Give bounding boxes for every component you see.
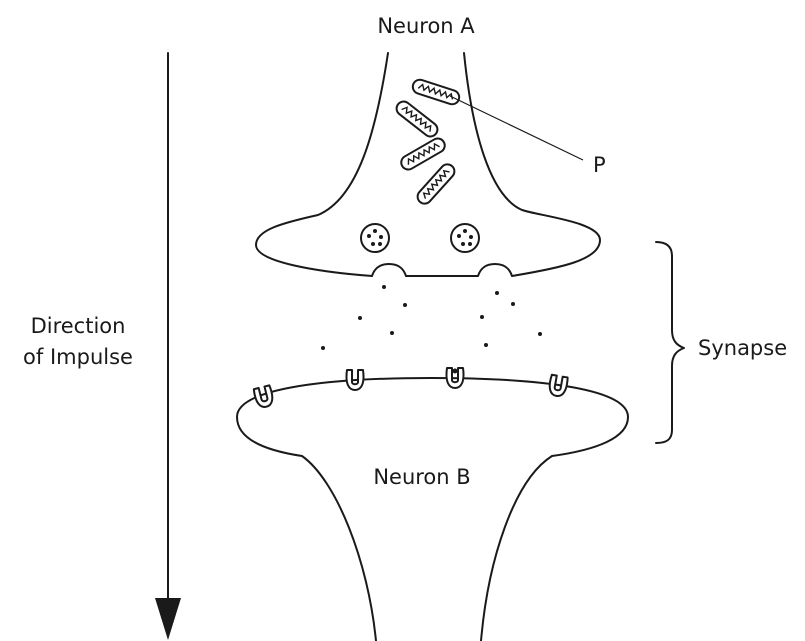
synapse-brace <box>655 241 685 444</box>
synaptic-vesicle <box>360 223 390 253</box>
p-label: P <box>593 153 606 177</box>
neurotransmitter-dots <box>321 285 542 350</box>
neuron-b-outline <box>236 377 629 641</box>
bound-neurotransmitter <box>452 368 458 374</box>
direction-label-line1: Direction <box>31 314 126 338</box>
mitochondrion <box>410 76 462 108</box>
synapse-label: Synapse <box>698 336 787 360</box>
direction-label-line2: of Impulse <box>23 345 133 369</box>
direction-arrow-head <box>155 598 181 640</box>
neuron-b-label: Neuron B <box>373 465 470 489</box>
p-pointer-line <box>449 95 584 161</box>
neuron-a-outline <box>255 52 601 277</box>
synaptic-vesicle <box>450 223 480 253</box>
mitochondrion <box>413 160 459 208</box>
receptor <box>252 384 276 410</box>
neuron-a-label: Neuron A <box>377 14 475 38</box>
mitochondrion <box>397 134 449 174</box>
mitochondrion <box>392 97 442 141</box>
receptor <box>546 373 570 399</box>
